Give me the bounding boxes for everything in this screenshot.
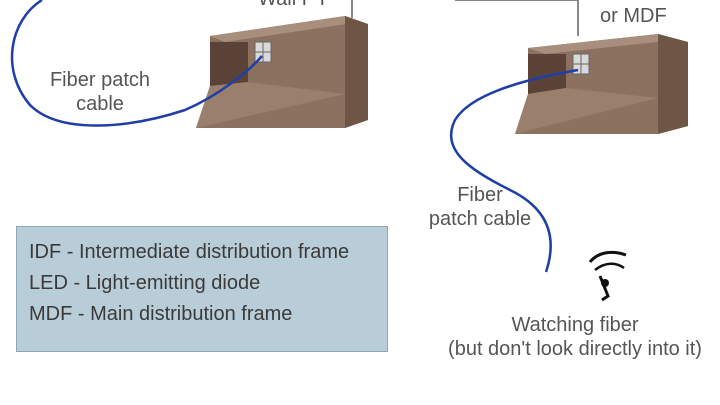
watching-fiber-label: Watching fiber (but don't look directly … [430, 313, 720, 361]
legend-item-led: LED - Light-emitting diode [29, 272, 261, 294]
top-right-label-fragment: or MDF [600, 5, 667, 27]
right-patch-cable-line-2: patch cable [428, 208, 532, 230]
left-fiber-cable [10, 0, 263, 127]
watching-fiber-line-1: Watching fiber [511, 314, 639, 336]
eye-icon [588, 250, 627, 302]
right-patch-cable-line-1: Fiber [457, 184, 503, 206]
left-patch-cable-line-1: Fiber patch [49, 69, 151, 91]
left-patch-cable-label: Fiber patch cable [36, 68, 164, 116]
legend-item-mdf: MDF - Main distribution frame [29, 303, 293, 325]
left-distribution-frame [196, 16, 368, 128]
watching-fiber-line-2: (but don't look directly into it) [448, 338, 702, 360]
top-left-label-fragment: Wall F I [258, 0, 325, 11]
legend-box: IDF - Intermediate distribution frame LE… [16, 226, 388, 352]
left-patch-cable-line-2: cable [76, 93, 124, 115]
right-fiber-cable [449, 68, 579, 273]
right-distribution-frame [515, 34, 688, 134]
legend-item-idf: IDF - Intermediate distribution frame [29, 241, 350, 263]
right-patch-cable-label: Fiber patch cable [420, 183, 540, 231]
right-top-cable [455, 0, 579, 36]
